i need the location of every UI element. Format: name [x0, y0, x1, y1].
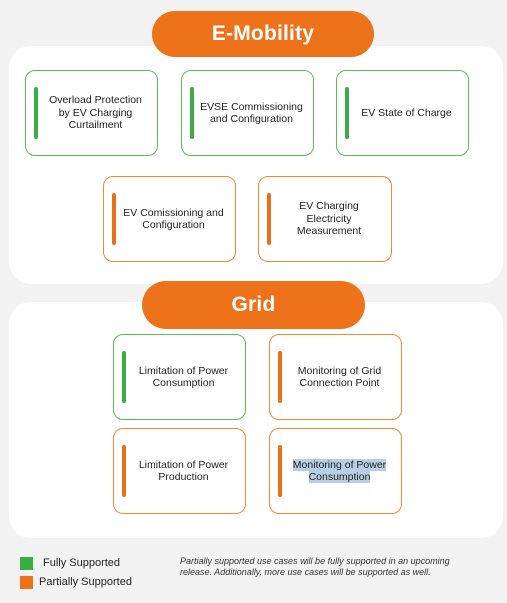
legend-full-label: Fully Supported: [43, 557, 121, 569]
legend-full-swatch: [20, 557, 33, 570]
card-monitoring-grid-connection: Monitoring of Grid Connection Point: [269, 334, 402, 420]
status-bar: [267, 193, 271, 245]
card-label-text: Monitoring of Power Consumption: [292, 458, 387, 483]
card-label: Limitation of Power Consumption: [138, 364, 229, 390]
status-bar: [278, 445, 282, 497]
legend-partial-swatch: [20, 576, 33, 589]
grid-panel: [9, 302, 503, 538]
status-bar: [122, 445, 126, 497]
legend-partial-label: Partially Supported: [39, 576, 132, 588]
card-ev-state-of-charge: EV State of Charge: [336, 70, 469, 156]
status-bar: [122, 351, 126, 403]
card-limitation-power-production: Limitation of Power Production: [113, 428, 246, 514]
footnote: Partially supported use cases will be fu…: [180, 556, 450, 577]
card-ev-charging-measurement: EV Charging Electricity Measurement: [258, 176, 392, 262]
emobility-title: E-Mobility: [152, 11, 374, 57]
status-bar: [345, 87, 349, 139]
status-bar: [278, 351, 282, 403]
card-label: Monitoring of Power Consumption: [270, 458, 401, 484]
card-label: EV State of Charge: [361, 106, 452, 119]
card-evse-commissioning: EVSE Commissioning and Configuration: [181, 70, 314, 156]
card-label: Limitation of Power Production: [138, 458, 229, 484]
status-bar: [34, 87, 38, 139]
grid-title: Grid: [142, 281, 365, 329]
card-label: EVSE Commissioning and Configuration: [200, 100, 303, 126]
status-bar: [112, 193, 116, 245]
card-label: Overload Protection by EV Charging Curta…: [49, 94, 142, 132]
card-label: EV Charging Electricity Measurement: [296, 200, 362, 238]
card-label: EV Comissioning and Configuration: [123, 206, 224, 232]
card-limitation-power-consumption: Limitation of Power Consumption: [113, 334, 246, 420]
card-label: Monitoring of Grid Connection Point: [297, 364, 382, 390]
status-bar: [190, 87, 194, 139]
card-monitoring-power-consumption: Monitoring of Power Consumption: [269, 428, 402, 514]
card-overload-protection: Overload Protection by EV Charging Curta…: [25, 70, 158, 156]
card-ev-comissioning: EV Comissioning and Configuration: [103, 176, 236, 262]
